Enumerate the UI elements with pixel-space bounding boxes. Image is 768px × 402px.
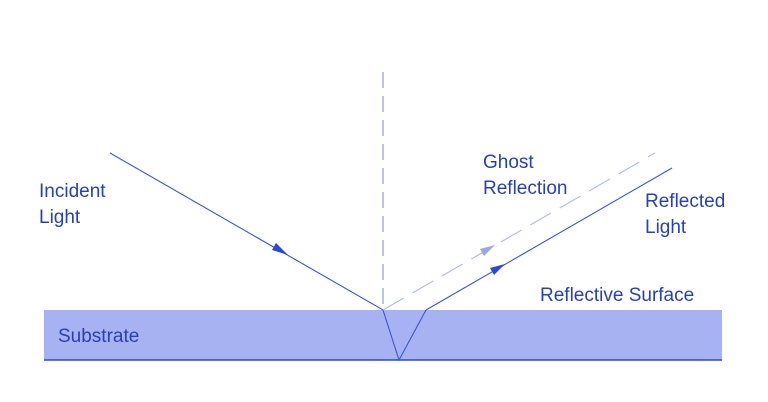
reflected-label-line1: Reflected [645,191,725,212]
substrate-label: Substrate [58,326,139,347]
reflected-label-line2: Light [645,217,687,238]
incident-arrow-icon [272,243,288,255]
incident-ray [109,152,384,311]
incident-label-line2: Light [39,207,81,228]
surface-label: Reflective Surface [540,285,694,306]
reflected-arrow-icon [490,264,505,275]
ghost-arrow-icon [480,245,495,256]
ghost-reflection-ray [382,152,656,311]
incident-label-line1: Incident [39,181,106,202]
reflected-ray [425,167,673,311]
ghost-label-line1: Ghost [483,152,534,173]
refracted-path [382,309,427,362]
substrate-block [44,310,722,360]
ghost-label-line2: Reflection [483,178,568,199]
